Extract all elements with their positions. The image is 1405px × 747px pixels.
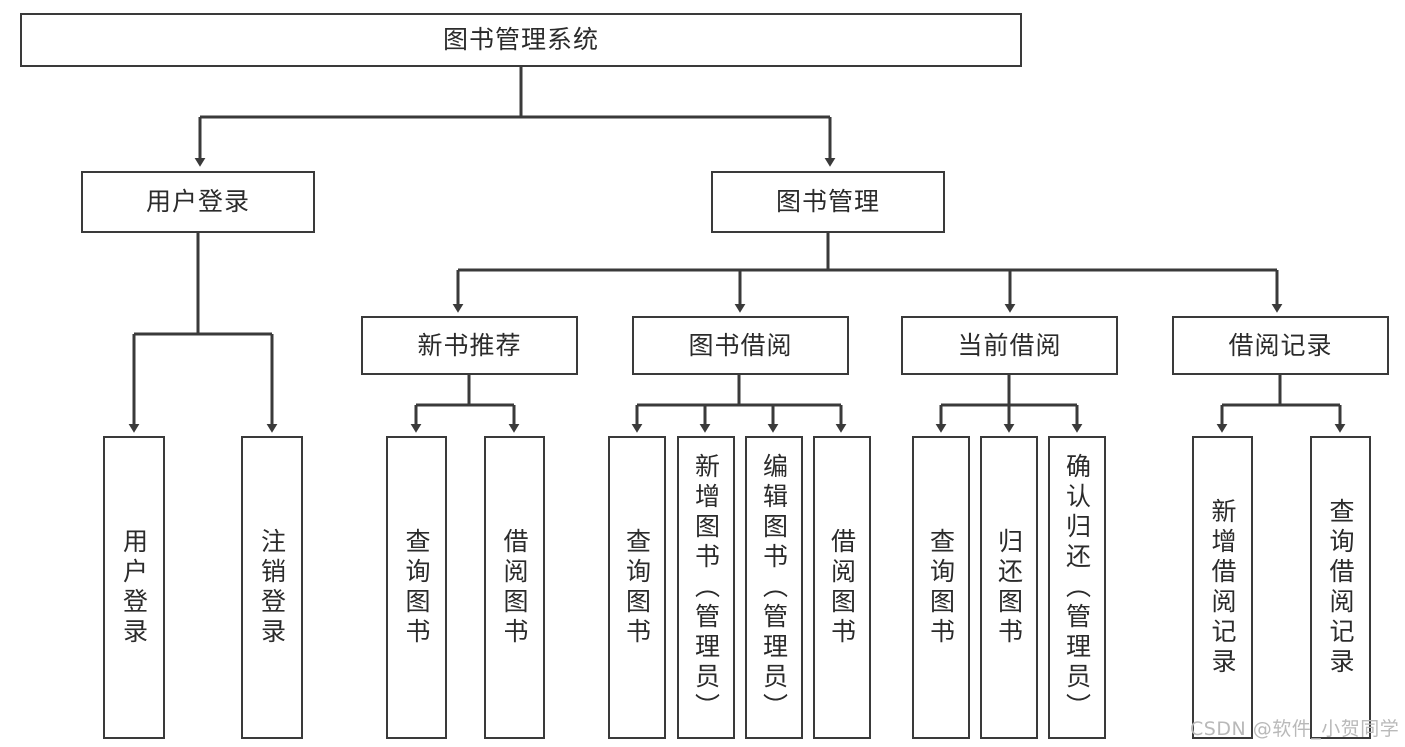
leaf-current-confirm-return[interactable]: 确认归还（管理员） <box>1048 436 1106 739</box>
leaf-borrow-borrow-book-label: 借阅图书 <box>827 527 857 648</box>
leaf-user-login[interactable]: 用户登录 <box>103 436 165 739</box>
leaf-recommend-query-book-label: 查询图书 <box>402 527 431 648</box>
node-new-book-recommend[interactable]: 新书推荐 <box>361 316 578 375</box>
node-current-borrow[interactable]: 当前借阅 <box>901 316 1118 375</box>
node-user-login[interactable]: 用户登录 <box>81 171 315 233</box>
leaf-current-confirm-return-label: 确认归还（管理员） <box>1062 452 1092 723</box>
leaf-recommend-query-book[interactable]: 查询图书 <box>386 436 447 739</box>
leaf-current-return-book[interactable]: 归还图书 <box>980 436 1038 739</box>
leaf-borrow-edit-book-label: 编辑图书（管理员） <box>759 452 789 723</box>
leaf-borrow-borrow-book[interactable]: 借阅图书 <box>813 436 871 739</box>
node-book-borrow[interactable]: 图书借阅 <box>632 316 849 375</box>
leaf-borrow-add-book-label: 新增图书（管理员） <box>691 452 721 723</box>
leaf-borrow-edit-book[interactable]: 编辑图书（管理员） <box>745 436 803 739</box>
leaf-record-query[interactable]: 查询借阅记录 <box>1310 436 1371 739</box>
leaf-user-login-label: 用户登录 <box>119 527 149 648</box>
leaf-recommend-borrow-book-label: 借阅图书 <box>500 527 529 648</box>
node-root-book-management-system[interactable]: 图书管理系统 <box>20 13 1022 67</box>
leaf-record-add-label: 新增借阅记录 <box>1208 497 1237 678</box>
csdn-watermark: CSDN @软件_小贺同学 <box>1190 718 1400 740</box>
node-book-management[interactable]: 图书管理 <box>711 171 945 233</box>
leaf-borrow-add-book[interactable]: 新增图书（管理员） <box>677 436 735 739</box>
leaf-user-logout-label: 注销登录 <box>257 527 287 648</box>
leaf-borrow-query-book[interactable]: 查询图书 <box>608 436 666 739</box>
leaf-borrow-query-book-label: 查询图书 <box>622 527 652 648</box>
leaf-recommend-borrow-book[interactable]: 借阅图书 <box>484 436 545 739</box>
leaf-current-return-book-label: 归还图书 <box>994 527 1024 648</box>
leaf-record-query-label: 查询借阅记录 <box>1326 497 1355 678</box>
leaf-user-logout[interactable]: 注销登录 <box>241 436 303 739</box>
leaf-record-add[interactable]: 新增借阅记录 <box>1192 436 1253 739</box>
node-borrow-record[interactable]: 借阅记录 <box>1172 316 1389 375</box>
leaf-current-query-book[interactable]: 查询图书 <box>912 436 970 739</box>
leaf-current-query-book-label: 查询图书 <box>926 527 956 648</box>
